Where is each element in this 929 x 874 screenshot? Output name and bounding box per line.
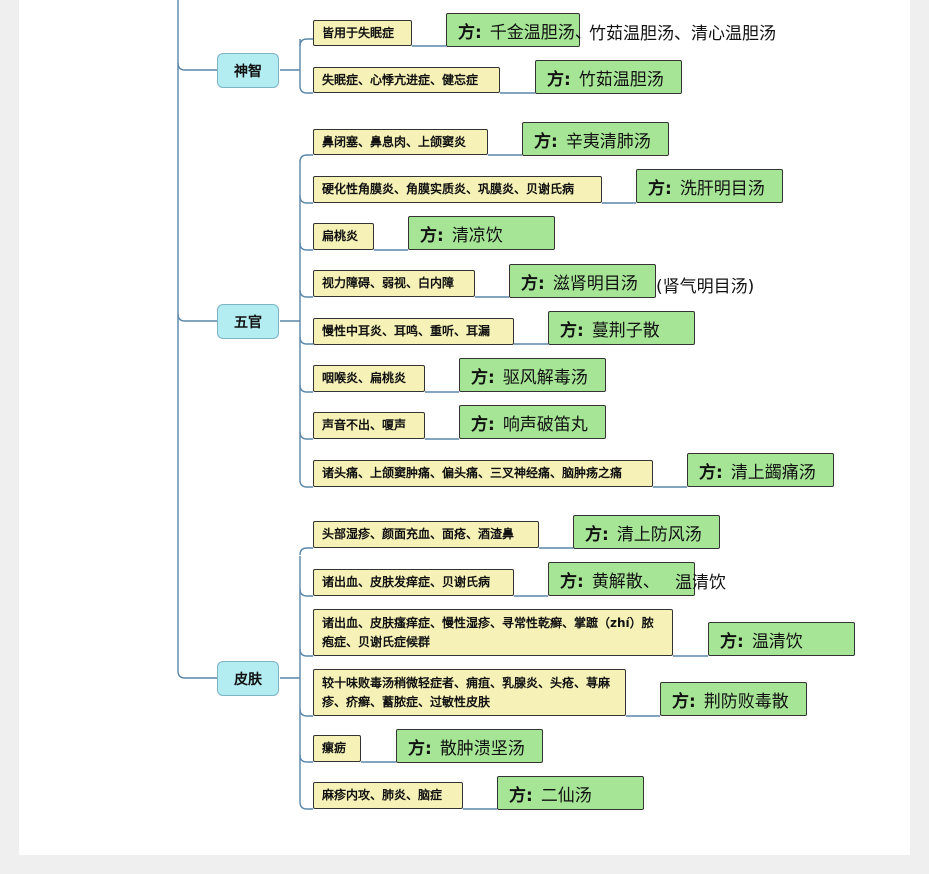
category-label: 五官 [234, 314, 262, 331]
symptom-node[interactable]: 瘰疬 [313, 735, 361, 762]
symptom-text: 鼻闭塞、鼻息肉、上颌窦炎 [322, 134, 467, 149]
prescription-node[interactable]: 方: 响声破笛丸 [459, 405, 606, 439]
symptom-node[interactable]: 失眠症、心悸亢进症、健忘症 [313, 67, 500, 93]
prescription-extra-note: 温清饮 [675, 573, 726, 593]
symptom-node[interactable]: 诸头痛、上颌窦肿痛、偏头痛、三叉神经痛、脑肿疡之痛 [313, 460, 653, 487]
prescription-text: 清上蠲痛汤 [730, 462, 816, 483]
category-node-shenzhi[interactable]: 神智 [217, 53, 279, 88]
prescription-text: 响声破笛丸 [502, 414, 588, 435]
symptom-node[interactable]: 较十味败毒汤稍微轻症者、痈疽、乳腺炎、头疮、荨麻疹、疥癣、蓄脓症、过敏性皮肤 [313, 669, 626, 716]
prescription-text: 温清饮 [751, 631, 803, 652]
symptom-node[interactable]: 皆用于失眠症 [313, 20, 412, 46]
symptom-text: 皆用于失眠症 [322, 25, 395, 40]
symptom-node[interactable]: 鼻闭塞、鼻息肉、上颌窦炎 [313, 129, 488, 155]
prescription-text: 清上防风汤 [616, 524, 702, 545]
symptom-text: 视力障碍、弱视、白内障 [322, 276, 455, 290]
symptom-text: 诸头痛、上颌窦肿痛、偏头痛、三叉神经痛、脑肿疡之痛 [322, 466, 623, 480]
symptom-text: 麻疹内攻、肺炎、脑症 [322, 788, 443, 802]
symptom-text: 声音不出、嗄声 [322, 418, 407, 432]
symptom-node[interactable]: 扁桃炎 [313, 223, 374, 250]
prescription-text: 滋肾明目汤 [552, 273, 638, 294]
prescription-label: 方: [458, 22, 482, 43]
prescription-label: 方: [534, 131, 558, 152]
prescription-node[interactable]: 方: 滋肾明目汤 [509, 264, 656, 298]
prescription-node[interactable]: 方: 清上蠲痛汤 [687, 453, 834, 487]
prescription-label: 方: [521, 273, 545, 294]
prescription-node[interactable]: 方: 洗肝明目汤 [636, 169, 783, 203]
prescription-text: 清凉饮 [451, 225, 503, 246]
prescription-extra-note: (肾气明目汤) [656, 277, 755, 297]
prescription-text: 蔓荆子散 [591, 320, 660, 341]
prescription-label: 方: [420, 225, 444, 246]
prescription-text: 黄解散、 [591, 571, 660, 592]
prescription-label: 方: [547, 69, 571, 90]
prescription-text: 辛夷清肺汤 [565, 131, 651, 152]
symptom-node[interactable]: 头部湿疹、颜面充血、面疮、酒渣鼻 [313, 521, 539, 548]
symptom-node[interactable]: 硬化性角膜炎、角膜实质炎、巩膜炎、贝谢氏病 [313, 176, 602, 203]
prescription-label: 方: [585, 524, 609, 545]
prescription-node[interactable]: 方: 竹茹温胆汤 [535, 60, 682, 94]
prescription-text: 洗肝明目汤 [679, 178, 765, 199]
prescription-text: 竹茹温胆汤 [578, 69, 664, 90]
prescription-label: 方: [672, 691, 696, 712]
prescription-text: 散肿溃坚汤 [439, 738, 525, 759]
symptom-text: 瘰疬 [322, 741, 347, 755]
category-node-pifu[interactable]: 皮肤 [217, 661, 279, 696]
category-label: 神智 [234, 63, 262, 80]
symptom-node[interactable]: 声音不出、嗄声 [313, 412, 425, 439]
prescription-label: 方: [471, 414, 495, 435]
symptom-text: 头部湿疹、颜面充血、面疮、酒渣鼻 [322, 527, 515, 541]
symptom-node[interactable]: 诸出血、皮肤瘙痒症、慢性湿疹、寻常性乾癣、掌蹠（zhí）脓疱症、贝谢氏症候群 [313, 609, 673, 656]
prescription-node[interactable]: 方: 黄解散、 [548, 562, 695, 596]
prescription-node[interactable]: 方: 驱风解毒汤 [459, 358, 606, 392]
category-node-wuguan[interactable]: 五官 [217, 304, 279, 339]
symptom-text: 较十味败毒汤稍微轻症者、痈疽、乳腺炎、头疮、荨麻疹、疥癣、蓄脓症、过敏性皮肤 [322, 676, 611, 709]
prescription-label: 方: [648, 178, 672, 199]
symptom-node[interactable]: 咽喉炎、扁桃炎 [313, 365, 425, 392]
prescription-extra-note: 竹茹温胆汤、清心温胆汤 [589, 24, 776, 44]
prescription-text: 千金温胆汤、 [489, 22, 592, 43]
symptom-text: 扁桃炎 [322, 229, 359, 243]
prescription-label: 方: [560, 571, 584, 592]
prescription-node[interactable]: 方: 散肿溃坚汤 [396, 729, 543, 763]
prescription-label: 方: [560, 320, 584, 341]
symptom-node[interactable]: 麻疹内攻、肺炎、脑症 [313, 782, 463, 809]
prescription-node[interactable]: 方: 辛夷清肺汤 [522, 122, 669, 156]
prescription-node[interactable]: 方: 蔓荆子散 [548, 311, 695, 345]
prescription-label: 方: [699, 462, 723, 483]
prescription-text: 驱风解毒汤 [502, 367, 588, 388]
symptom-text: 诸出血、皮肤瘙痒症、慢性湿疹、寻常性乾癣、掌蹠（zhí）脓疱症、贝谢氏症候群 [322, 616, 654, 649]
prescription-node[interactable]: 方: 荆防败毒散 [660, 682, 807, 716]
prescription-label: 方: [471, 367, 495, 388]
prescription-text: 二仙汤 [540, 785, 592, 806]
prescription-text: 荆防败毒散 [703, 691, 789, 712]
prescription-node[interactable]: 方: 温清饮 [708, 622, 855, 656]
prescription-label: 方: [509, 785, 533, 806]
symptom-node[interactable]: 视力障碍、弱视、白内障 [313, 270, 475, 297]
prescription-node[interactable]: 方: 二仙汤 [497, 776, 644, 810]
category-label: 皮肤 [234, 671, 262, 688]
symptom-node[interactable]: 诸出血、皮肤发痒症、贝谢氏病 [313, 569, 514, 596]
prescription-label: 方: [720, 631, 744, 652]
symptom-text: 硬化性角膜炎、角膜实质炎、巩膜炎、贝谢氏病 [322, 182, 575, 196]
prescription-node[interactable]: 方: 清凉饮 [408, 216, 555, 250]
prescription-label: 方: [408, 738, 432, 759]
prescription-node[interactable]: 方: 千金温胆汤、 [446, 13, 592, 47]
symptom-text: 咽喉炎、扁桃炎 [322, 371, 407, 385]
symptom-text: 慢性中耳炎、耳鸣、重听、耳漏 [322, 324, 491, 338]
symptom-text: 诸出血、皮肤发痒症、贝谢氏病 [322, 575, 491, 589]
prescription-node[interactable]: 方: 清上防风汤 [573, 515, 720, 549]
symptom-node[interactable]: 慢性中耳炎、耳鸣、重听、耳漏 [313, 318, 514, 345]
symptom-text: 失眠症、心悸亢进症、健忘症 [322, 72, 479, 87]
